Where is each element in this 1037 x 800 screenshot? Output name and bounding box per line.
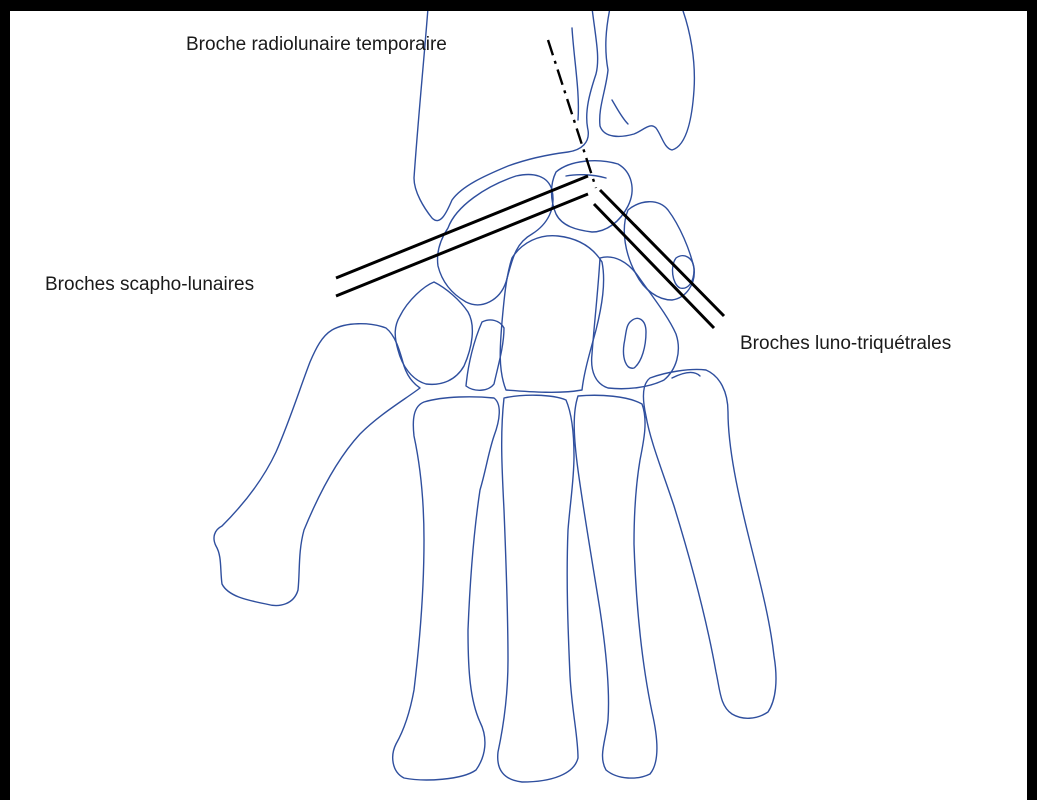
metacarpal-5 [643,369,776,718]
metacarpal-5-base-line [672,372,700,378]
wrist-diagram: Broche radiolunaire temporaire Broches s… [10,11,1027,800]
ulna-styloid [612,100,628,124]
lunotriquetral-pins-label: Broches luno-triquétrales [740,333,951,354]
scapholunate-pin-2 [336,194,588,296]
lunotriquetral-pin-2 [594,204,714,328]
thumb-metacarpal [214,324,420,606]
temporary-radiolunate-pin [548,40,596,188]
ulna-bone [600,11,695,150]
capitate-bone [500,236,603,393]
scaphoid-bone [437,175,553,305]
metacarpal-2 [393,397,500,780]
bone-outlines [214,11,776,782]
radius-inner-line [572,28,578,120]
surgical-pins [336,40,724,328]
scapholunate-pins-label: Broches scapho-lunaires [45,274,254,295]
lunotriquetral-pin-1 [600,190,724,316]
temporary-radiolunate-pin-label: Broche radiolunaire temporaire [186,34,447,55]
trapezium-bone [395,282,472,384]
scapholunate-pin-1 [336,176,588,278]
metacarpal-4 [574,395,657,778]
hamate-hook [623,318,646,368]
diagram-frame: Broche radiolunaire temporaire Broches s… [10,11,1027,800]
metacarpal-3 [498,395,578,782]
